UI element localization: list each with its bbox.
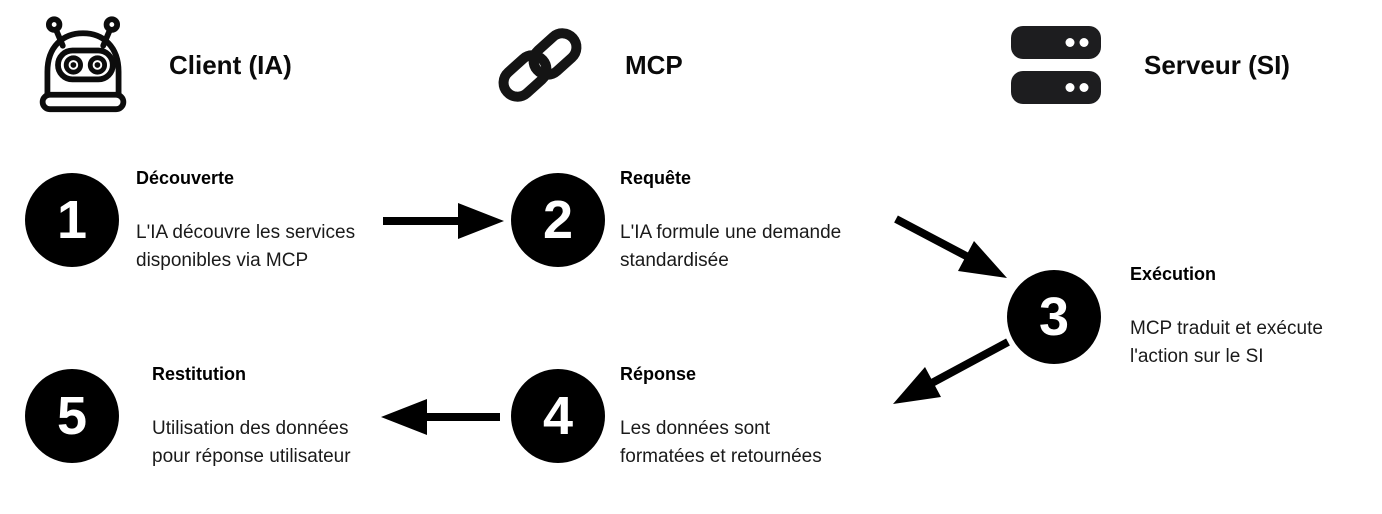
step-1-description: L'IA découvre les services disponibles v… (136, 219, 355, 275)
step-3-description: MCP traduit et exécute l'action sur le S… (1130, 315, 1323, 371)
actor-label-server: Serveur (SI) (1144, 50, 1290, 80)
step-2: Requête L'IA formule une demande standar… (620, 167, 841, 275)
step-1-title: Découverte (136, 168, 235, 188)
step-4-description-line: formatées et retournées (620, 446, 822, 467)
arrow-step3-to-step4 (893, 338, 1010, 404)
link-icon (494, 25, 586, 105)
step-3-title: Exécution (1130, 264, 1217, 284)
robot-icon (36, 14, 130, 114)
arrow-step4-to-step5 (381, 399, 500, 435)
step-1: Découverte L'IA découvre les services di… (136, 167, 355, 275)
step-5-description-line: pour réponse utilisateur (152, 446, 351, 467)
step-1-number-badge: 1 (25, 173, 119, 267)
step-2-title: Requête (620, 168, 692, 188)
step-5-title: Restitution (152, 364, 246, 384)
step-2-description: L'IA formule une demande standardisée (620, 219, 841, 275)
step-3-description-line: MCP traduit et exécute (1130, 318, 1323, 339)
step-4-description: Les données sont formatées et retournées (620, 415, 822, 471)
actor-label-mcp: MCP (625, 50, 683, 80)
step-4: Réponse Les données sont formatées et re… (620, 363, 822, 471)
step-4-title: Réponse (620, 364, 697, 384)
step-3: Exécution MCP traduit et exécute l'actio… (1130, 263, 1323, 371)
actor-label-client: Client (IA) (169, 50, 292, 80)
step-5-description: Utilisation des données pour réponse uti… (152, 415, 351, 471)
server-icon (1011, 26, 1101, 104)
step-4-number-badge: 4 (511, 369, 605, 463)
step-3-number-badge: 3 (1007, 270, 1101, 364)
step-1-description-line: disponibles via MCP (136, 250, 309, 271)
step-1-description-line: L'IA découvre les services (136, 222, 356, 243)
step-2-description-line: L'IA formule une demande (620, 222, 842, 243)
arrow-step1-to-step2 (383, 203, 504, 239)
step-5: Restitution Utilisation des données pour… (152, 363, 351, 471)
step-2-description-line: standardisée (620, 250, 729, 271)
step-3-description-line: l'action sur le SI (1130, 346, 1264, 367)
step-5-number-badge: 5 (25, 369, 119, 463)
arrow-step2-to-step3 (894, 215, 1007, 278)
step-5-description-line: Utilisation des données (152, 418, 349, 439)
step-4-description-line: Les données sont (620, 418, 771, 439)
step-2-number-badge: 2 (511, 173, 605, 267)
